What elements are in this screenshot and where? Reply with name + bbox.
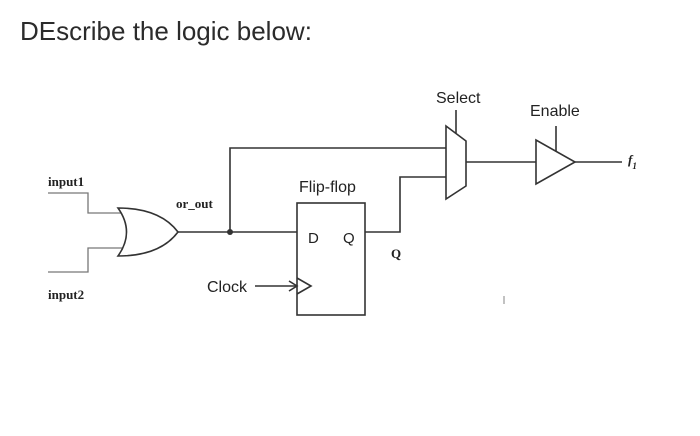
clock-label: Clock bbox=[207, 279, 248, 296]
mux bbox=[445, 124, 467, 201]
input1-label: input1 bbox=[48, 174, 84, 189]
input2-label: input2 bbox=[48, 287, 84, 302]
enable-label: Enable bbox=[530, 103, 580, 120]
input1-wire bbox=[48, 192, 128, 214]
flip-flop-box bbox=[296, 202, 366, 316]
or-out-branch bbox=[229, 147, 446, 232]
f1-label-sub: 1 bbox=[632, 161, 637, 171]
f1-label-main: f bbox=[628, 152, 634, 167]
q-out-wire bbox=[365, 176, 446, 233]
question-text: DEscribe the logic below: bbox=[20, 16, 312, 46]
input2-wire bbox=[48, 247, 128, 273]
or-out-label: or_out bbox=[176, 196, 214, 211]
ff-d-label: D bbox=[308, 230, 319, 247]
ff-q-label: Q bbox=[343, 230, 355, 247]
flip-flop-label: Flip-flop bbox=[299, 179, 356, 196]
q-output-label: Q bbox=[391, 246, 401, 261]
or-gate bbox=[116, 207, 180, 257]
select-label: Select bbox=[436, 90, 481, 107]
f1-label: f1 bbox=[628, 152, 637, 171]
clock-triangle bbox=[296, 277, 313, 295]
clock-arrow bbox=[288, 280, 299, 292]
